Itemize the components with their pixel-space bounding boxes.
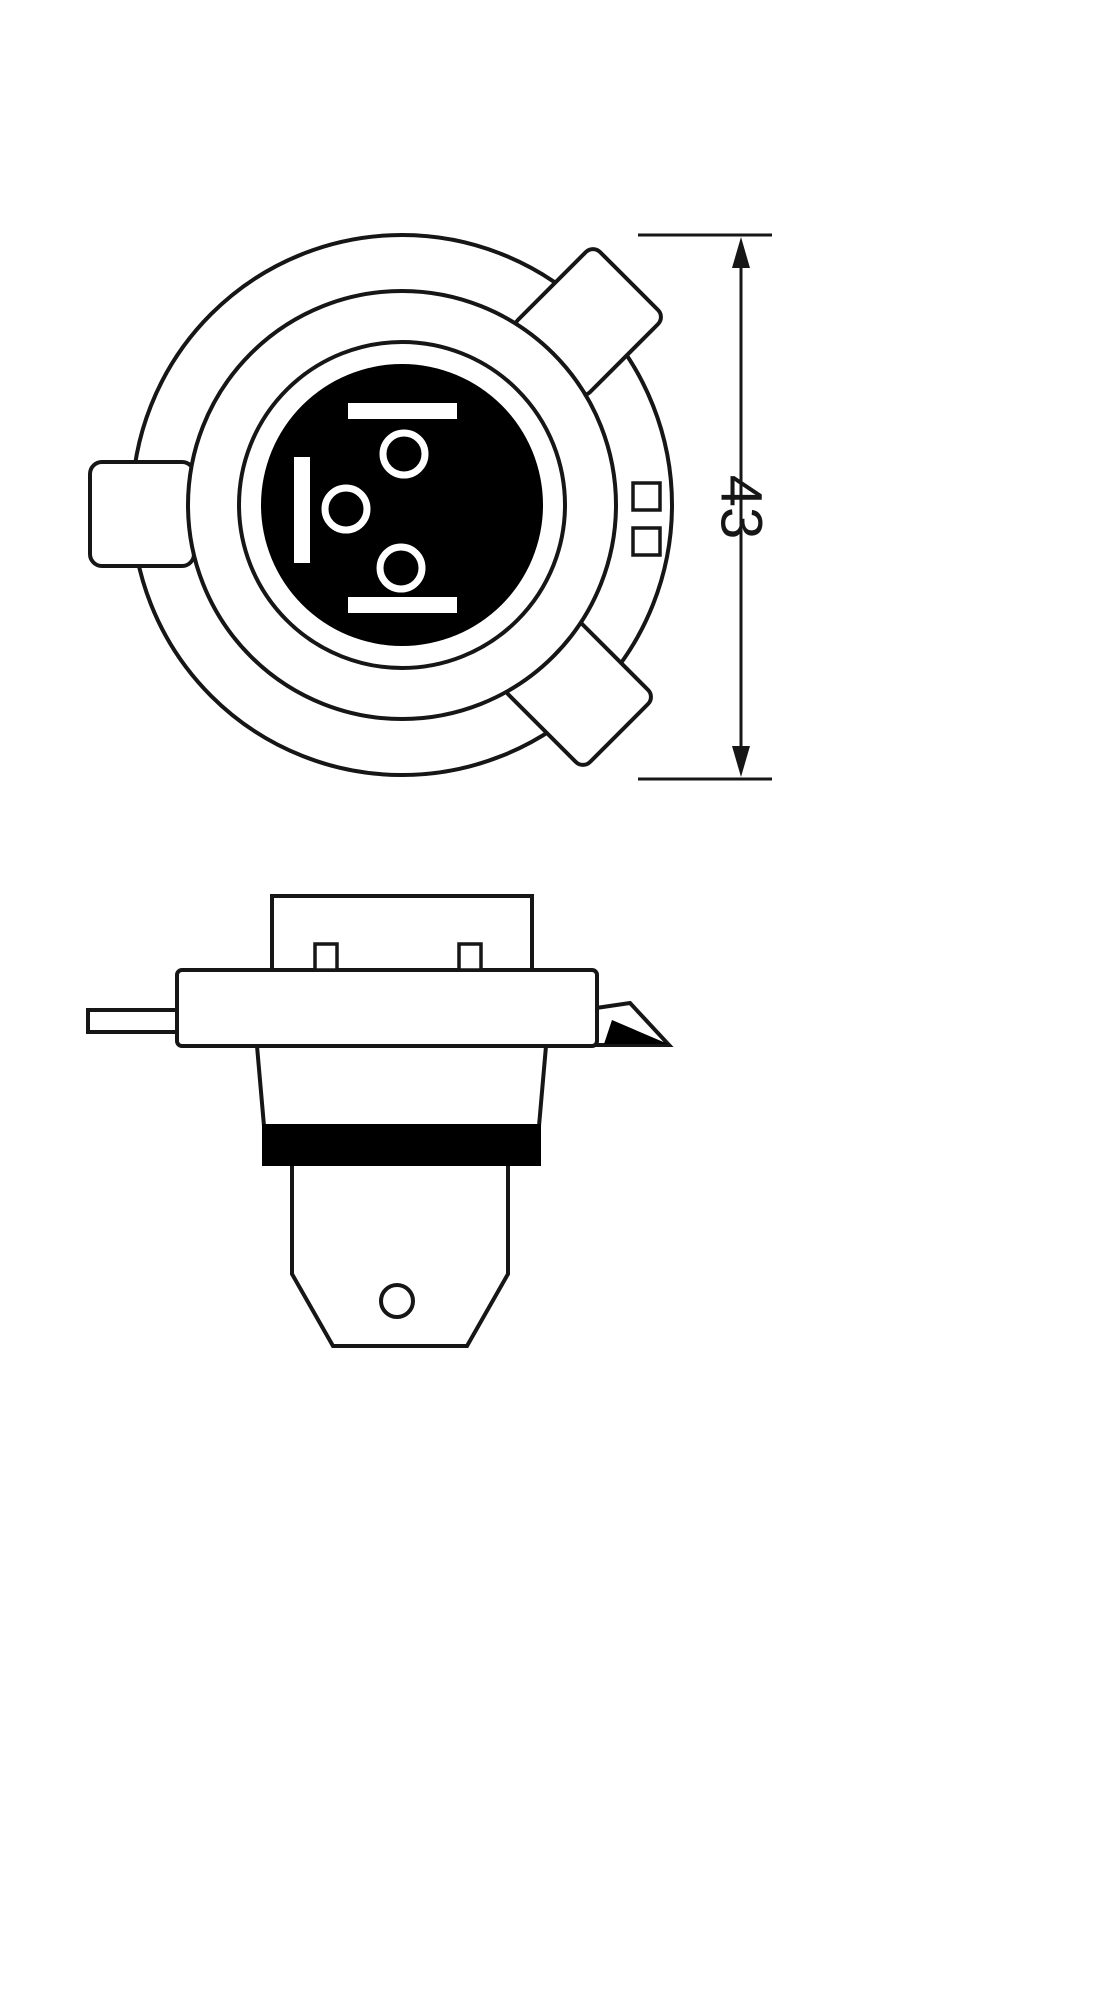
front-view	[88, 233, 674, 777]
collar-band	[262, 1124, 541, 1166]
index-bar-top	[348, 403, 457, 419]
dimension-label: 43	[709, 475, 774, 540]
mounting-tab-left-icon	[88, 460, 196, 568]
contact-pin-left	[321, 484, 371, 534]
alignment-square-bottom	[631, 526, 662, 557]
index-bar-bottom	[348, 597, 457, 613]
locking-notch-right	[457, 942, 483, 972]
alignment-square-top	[631, 481, 662, 512]
mounting-flange	[175, 968, 599, 1048]
left-locating-tab	[86, 1008, 185, 1034]
pin-hole	[379, 1283, 415, 1319]
index-bar-left	[294, 457, 310, 563]
contact-pin-bottom	[376, 543, 426, 593]
bulb-seat-block	[270, 894, 534, 972]
side-view	[86, 894, 674, 1348]
base-neck	[254, 1044, 549, 1128]
contact-pin-top	[379, 429, 429, 479]
dimension-arrow-top-icon	[732, 237, 750, 268]
connector-face	[261, 364, 543, 646]
dimension-annotation: 43	[638, 233, 774, 781]
right-nib-black-wedge-icon	[604, 1020, 668, 1044]
locking-notch-left	[313, 942, 339, 972]
dimension-arrow-bottom-icon	[732, 746, 750, 777]
